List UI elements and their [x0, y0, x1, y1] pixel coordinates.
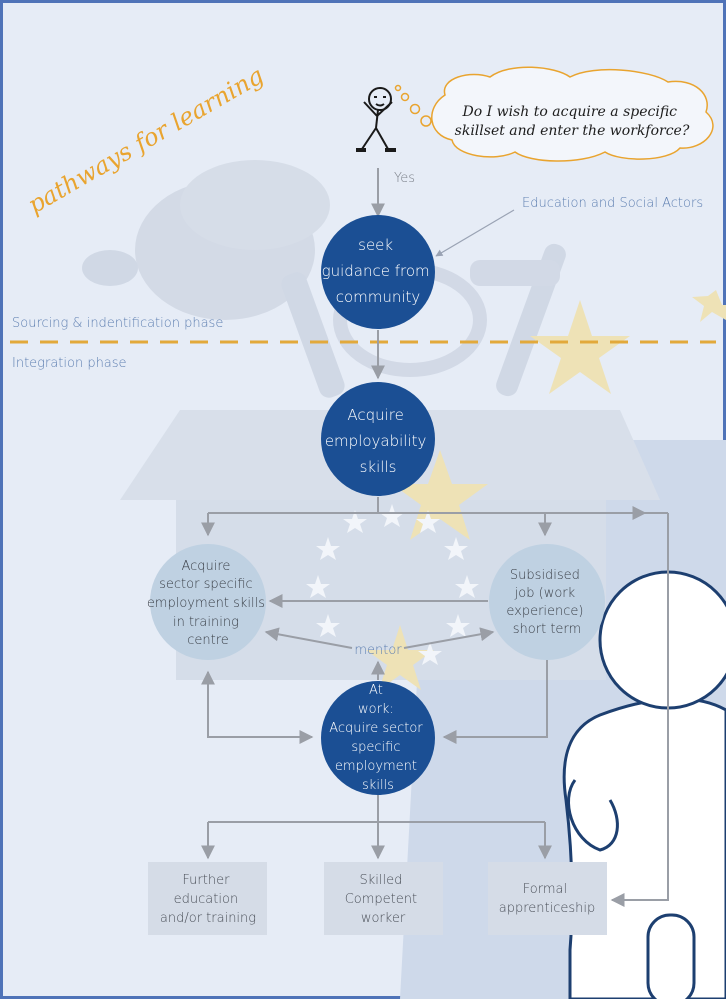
- sourcing-phase-label: Sourcing & indentification phase: [12, 316, 223, 331]
- eu-stars: [306, 504, 479, 665]
- seek-line-3: community: [336, 288, 421, 306]
- skilled-line-1: Skilled: [359, 873, 402, 888]
- atwork-line-1: At: [369, 683, 383, 698]
- atwork-line-4: specific: [351, 740, 400, 755]
- outcome-skilled-worker: Skilled Competent worker: [324, 862, 443, 935]
- subsidised-line-2: job (work: [514, 586, 576, 601]
- person-silhouette-icon: [562, 570, 726, 999]
- atwork-line-3: Acquire sector: [329, 721, 423, 736]
- node-at-work: At work: Acquire sector specific employm…: [321, 681, 435, 795]
- training-line-3: employment skills: [147, 596, 265, 611]
- star-icon: [366, 290, 726, 690]
- node-seek-guidance: seek guidance from community: [321, 215, 435, 329]
- yes-label: Yes: [394, 171, 415, 186]
- outcome-apprenticeship: Formal apprenticeship: [488, 862, 607, 935]
- svg-text:Do I wish to acquire a specifi: Do I wish to acquire a specific skillset…: [455, 104, 690, 139]
- training-line-2: sector specific: [159, 577, 253, 592]
- svg-text:Skilled Competent: Skilled Competent worker: [345, 873, 422, 926]
- apprenticeship-line-2: apprenticeship: [499, 901, 596, 916]
- integration-phase-label: Integration phase: [12, 356, 127, 371]
- flow-arrows: [201, 330, 669, 907]
- svg-text:Acquire employability: Acquire employability skills: [325, 406, 431, 476]
- seek-line-2: guidance from: [322, 262, 430, 280]
- stick-figure-icon: [356, 87, 396, 152]
- employability-line-2: employability: [325, 432, 427, 450]
- mentor-label: mentor: [354, 643, 402, 658]
- thought-bubble-icon: [431, 66, 714, 162]
- arrow-actors: [435, 209, 515, 257]
- further-line-2: education: [174, 892, 239, 907]
- further-line-3: and/or training: [160, 911, 256, 926]
- employability-line-3: skills: [360, 458, 397, 476]
- svg-text:Formal apprenticeship: Formal apprenticeship: [499, 882, 596, 916]
- training-line-5: centre: [187, 633, 229, 648]
- question-line-2: skillset and enter the workforce?: [455, 123, 690, 139]
- subsidised-line-3: experience): [506, 604, 583, 619]
- atwork-line-6: skills: [362, 778, 394, 793]
- actors-label: Education and Social Actors: [522, 196, 703, 211]
- atwork-line-5: employment: [335, 759, 417, 774]
- seek-line-1: seek: [358, 236, 393, 254]
- subsidised-line-4: short term: [513, 622, 581, 637]
- svg-text:Subsidised job (work: Subsidised job (work experience) short t…: [506, 568, 587, 637]
- svg-text:At work: Acquire s: At work: Acquire sector specific employm…: [329, 683, 427, 793]
- skilled-line-3: worker: [361, 911, 406, 926]
- svg-text:Acquire sector specific: Acquire sector specific employment skill…: [147, 559, 269, 648]
- atwork-line-2: work:: [358, 702, 394, 717]
- node-training-centre: Acquire sector specific employment skill…: [147, 544, 269, 660]
- outcome-further-education: Further education and/or training: [148, 862, 267, 935]
- node-subsidised-job: Subsidised job (work experience) short t…: [489, 544, 605, 660]
- training-line-1: Acquire: [181, 559, 230, 574]
- svg-text:Further education: Further education and/or training: [160, 873, 256, 926]
- training-line-4: in training: [173, 615, 239, 630]
- apprenticeship-line-1: Formal: [523, 882, 567, 897]
- employability-line-1: Acquire: [347, 406, 404, 424]
- further-line-1: Further: [182, 873, 230, 888]
- question-line-1: Do I wish to acquire a specific: [462, 104, 678, 120]
- node-employability: Acquire employability skills: [321, 382, 435, 496]
- skilled-line-2: Competent: [345, 892, 417, 907]
- svg-text:seek guidance from: seek guidance from community: [322, 236, 435, 306]
- thought-dots: [394, 84, 432, 127]
- subsidised-line-1: Subsidised: [510, 568, 580, 583]
